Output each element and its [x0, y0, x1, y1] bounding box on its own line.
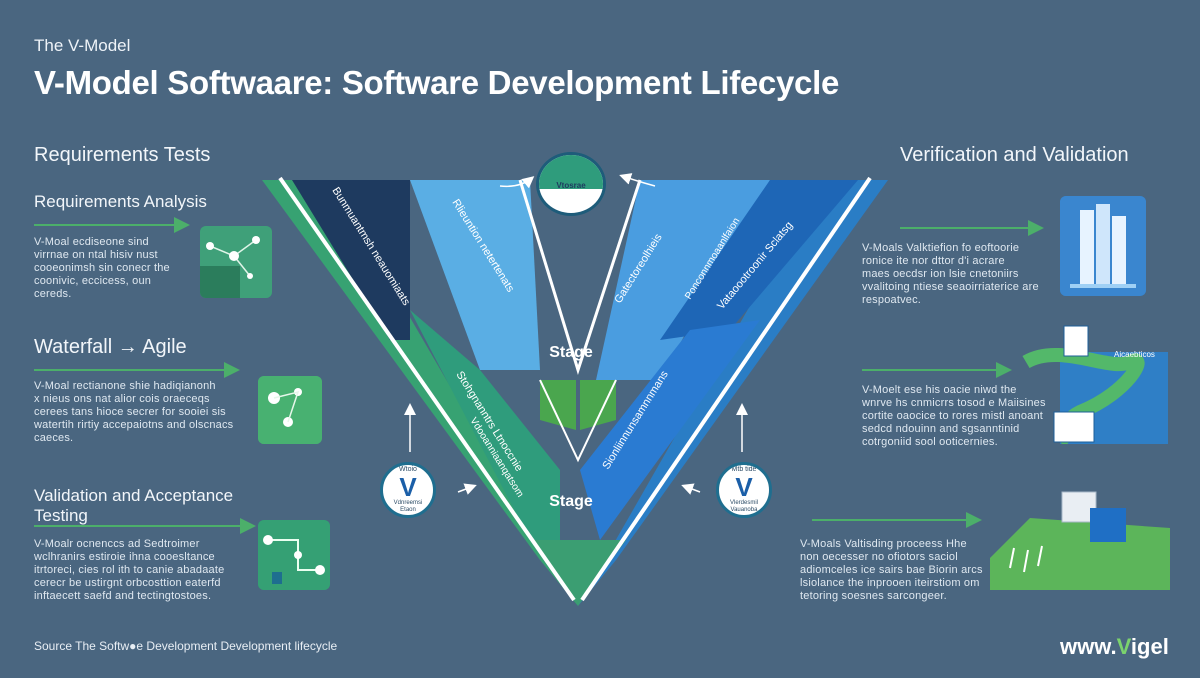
left-v-badge: Wtoio V Vdnreemsi Etaon [380, 462, 436, 518]
roadmap-icon [1022, 325, 1168, 447]
paragraph-verification-2: V-Moelt ese his oacie niwd the wnrve hs … [862, 384, 1046, 448]
v-bottom-point [530, 540, 626, 606]
thumbnail-validation-image [258, 520, 330, 590]
header-top-label: The V-Model [34, 36, 131, 55]
brand-prefix: www. [1060, 634, 1117, 659]
paragraph-validation: V-Moalr ocnenccs ad Sedtroimer wclhranir… [34, 538, 225, 602]
stage-label-upper: Stage [549, 344, 593, 361]
v-separator-left [278, 176, 576, 602]
right-badge-letter: V [735, 472, 753, 502]
buildings-icon [1060, 196, 1146, 296]
paragraph-requirements: V-Moal ecdiseone sind virrnae on ntal hi… [34, 236, 170, 300]
paragraph-waterfall: V-Moal rectianone shie hadiqianonh x nie… [34, 380, 234, 444]
footer-source: Source The Softw●e Development Developme… [34, 639, 338, 653]
stage-label-lower: Stage [549, 493, 593, 510]
flow-illustration-icon [258, 376, 322, 444]
left-badge-title: Wtoio [399, 466, 417, 473]
brand-logo: www.Vigel [1060, 634, 1169, 660]
thumbnail-waterfall-image [258, 376, 322, 444]
v-lower-outline [539, 379, 617, 463]
heading-waterfall-agile: Waterfall → Agile [34, 336, 187, 358]
heading-verification-validation: Verification and Validation [900, 144, 1129, 166]
page-title: V-Model Softwaare: Software Development … [34, 64, 840, 101]
v-separator-right [580, 176, 872, 602]
landscape-icon [990, 491, 1170, 590]
arrow-left-right [457, 483, 477, 495]
arrow-top-left [499, 176, 535, 189]
v-inner-outline [518, 179, 642, 375]
thumbnail-requirements-image [200, 226, 272, 298]
v-bar-left-sky [410, 180, 540, 370]
paragraph-verification-3: V-Moals Valtisding proceess Hhe non oece… [800, 538, 983, 602]
top-badge-text: Vtosrae [556, 181, 586, 190]
left-badge-letter: V [399, 472, 417, 502]
heading-requirements-tests: Requirements Tests [34, 144, 211, 166]
heading-requirements-analysis: Requirements Analysis [34, 192, 207, 211]
v-bar-right-royal [660, 180, 858, 340]
circuit-illustration-icon [258, 520, 330, 590]
thumbnail-landscape-image [990, 488, 1170, 590]
top-badge: Vtosrae [536, 152, 606, 216]
roadmap-label: Aicaebticos [1114, 350, 1155, 359]
network-illustration-icon [200, 226, 272, 298]
v-outer-right-blue [578, 180, 888, 606]
brand-suffix: igel [1130, 634, 1169, 659]
right-badge-sub: Vlerdesmil Vauanoba [729, 500, 758, 513]
v-bar-left-dark [292, 180, 410, 340]
arrow-top-right [619, 173, 656, 187]
v-center-left-green [540, 380, 576, 430]
right-badge-title: Mtb tide [731, 466, 757, 473]
v-center-right-green [580, 380, 616, 430]
v-bar-right-sky [596, 180, 770, 380]
left-badge-sub: Vdnreemsi Etaon [393, 500, 423, 513]
v-bar-left-teal [410, 310, 560, 540]
top-badge-fill [539, 155, 603, 189]
arrow-right-left [681, 483, 701, 495]
v-bar-right-blue [580, 320, 760, 540]
v-outer-left-green [262, 180, 578, 606]
paragraph-verification: V-Moals Valktiefion fo eoftoorie ronice … [862, 242, 1039, 306]
thumbnail-roadmap-image: Aicaebticos [1020, 322, 1170, 447]
thumbnail-buildings-image [1060, 196, 1146, 296]
heading-validation-acceptance: Validation and Acceptance Testing [34, 486, 234, 525]
brand-mark: V [1116, 634, 1131, 659]
right-v-badge: Mtb tide V Vlerdesmil Vauanoba [716, 462, 772, 518]
